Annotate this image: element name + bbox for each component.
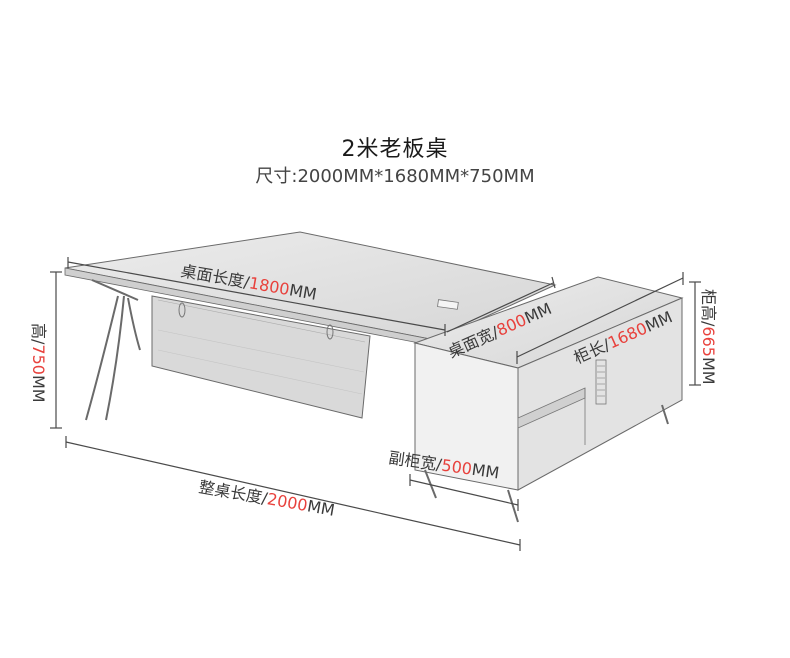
page-subtitle: 尺寸:2000MM*1680MM*750MM: [255, 166, 535, 187]
desk-legs: [85, 279, 141, 421]
label-cabinet-height: 柜高/665MM: [699, 289, 718, 385]
page-title: 2米老板桌: [341, 137, 449, 162]
dim-line-total-length: [65, 441, 521, 546]
dimension-lines: [50, 257, 701, 551]
modesty-panel: [151, 295, 371, 419]
cabinet: [413, 276, 684, 523]
dim-line-side-cabinet: [409, 479, 519, 506]
dim-line-desk-length: [67, 261, 446, 331]
label-total-length: 整桌长度/2000MM: [197, 477, 336, 520]
label-height: 高/750MM: [29, 323, 48, 403]
desk-top: [64, 231, 557, 347]
dim-line-cabinet-length: [516, 277, 684, 358]
dim-line-desk-width: [446, 282, 554, 333]
